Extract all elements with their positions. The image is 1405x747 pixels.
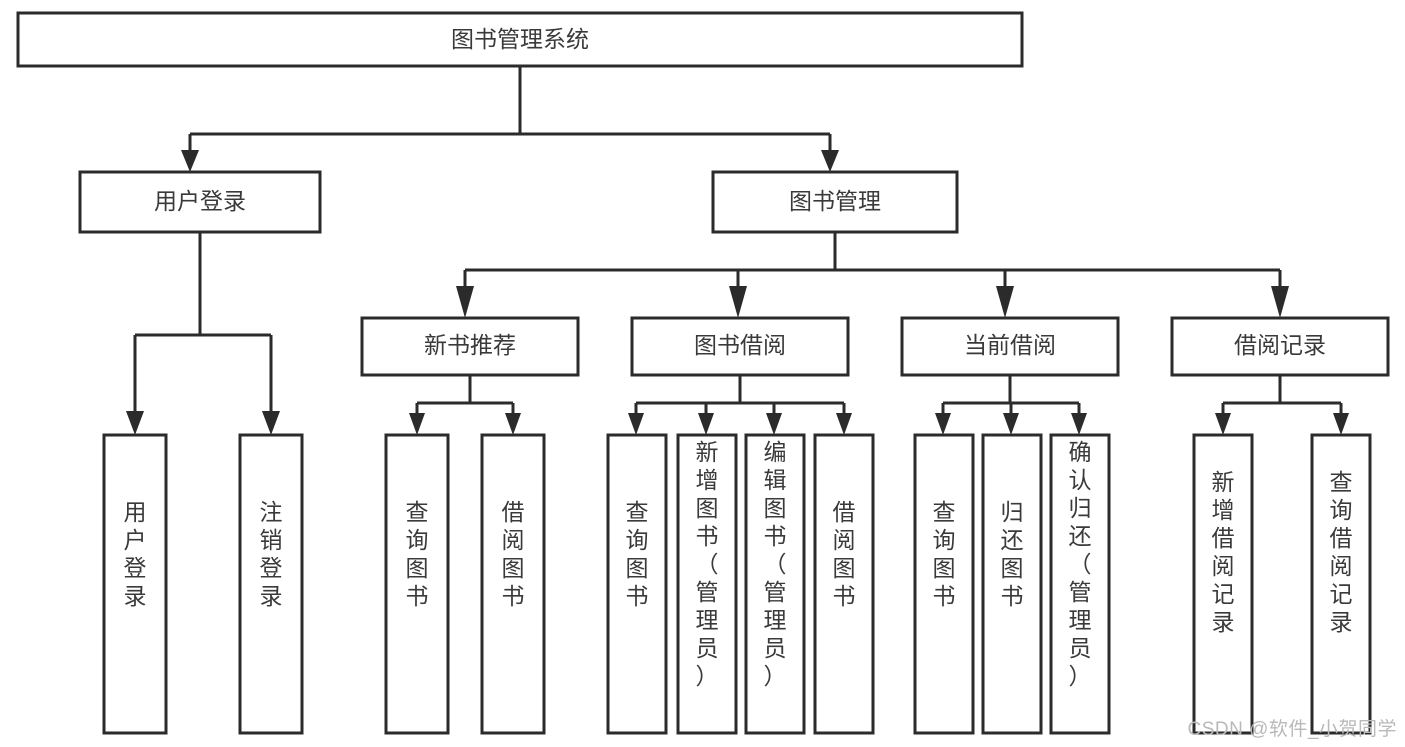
node-label: 图书借阅 [694,332,786,358]
node-box [16,11,1024,68]
node-new-book-recommend[interactable]: 新书推荐 [360,316,580,377]
node-label: 当前借阅 [964,332,1056,358]
node-box [606,433,668,735]
node-book-borrow[interactable]: 图书借阅 [630,316,850,377]
node-leaf-add-book[interactable]: 新增图书（管理员） [676,433,738,735]
node-box [102,433,168,735]
node-label: 编辑图书（管理员） [764,439,787,689]
node-leaf-user-login[interactable]: 用户登录 [102,433,168,735]
arrow-head-book-borrow [729,286,747,318]
node-label: 归还图书 [1001,499,1024,609]
node-box [78,170,322,234]
node-leaf-return-book[interactable]: 归还图书 [981,433,1043,735]
node-label: 查询图书 [626,499,649,609]
arrow-head-leaf-add-record [1215,413,1231,435]
node-leaf-edit-book[interactable]: 编辑图书（管理员） [744,433,806,735]
node-leaf-query-book-1[interactable]: 查询图书 [384,433,450,735]
connector-layer [126,66,1349,435]
arrow-head-leaf-confirm-return [1071,413,1087,435]
node-root-book-management-system[interactable]: 图书管理系统 [16,11,1024,68]
node-box [480,433,546,735]
node-leaf-query-book-3[interactable]: 查询图书 [913,433,975,735]
node-leaf-borrow-book-2[interactable]: 借阅图书 [813,433,875,735]
arrow-head-leaf-query-record [1333,413,1349,435]
arrow-head-user-login [181,150,199,172]
node-label: 查询借阅记录 [1330,469,1353,635]
node-box [1310,433,1372,735]
node-leaf-add-record[interactable]: 新增借阅记录 [1192,433,1254,735]
arrow-head-leaf-user-login [126,411,144,435]
node-box [1170,316,1390,377]
node-label: 查询图书 [406,499,429,609]
arrow-head-current-borrow [996,286,1014,318]
node-current-borrow[interactable]: 当前借阅 [900,316,1120,377]
node-box [744,433,806,735]
arrow-head-leaf-borrow-book-2 [836,413,852,435]
arrow-head-leaf-borrow-book-1 [505,413,521,435]
node-label: 图书管理 [789,188,881,214]
node-label: 确认归还（管理员） [1069,439,1092,689]
node-label: 用户登录 [124,499,147,609]
node-box [1049,433,1111,735]
node-label: 用户登录 [154,188,246,214]
node-user-login[interactable]: 用户登录 [78,170,322,234]
node-leaf-query-book-2[interactable]: 查询图书 [606,433,668,735]
arrow-head-leaf-query-book-1 [409,413,425,435]
node-box [360,316,580,377]
node-label: 借阅图书 [502,499,525,609]
node-box [384,433,450,735]
arrow-head-leaf-edit-book [766,413,782,435]
arrow-head-leaf-query-book-2 [628,413,644,435]
node-box [981,433,1043,735]
arrow-head-leaf-add-book [698,413,714,435]
node-label: 借阅图书 [833,499,856,609]
node-label: 借阅记录 [1234,332,1326,358]
node-leaf-user-logout[interactable]: 注销登录 [238,433,304,735]
node-box [711,170,959,234]
node-box [630,316,850,377]
node-label: 查询图书 [933,499,956,609]
node-box [900,316,1120,377]
node-box [238,433,304,735]
node-label: 新增借阅记录 [1212,469,1235,635]
node-borrow-record[interactable]: 借阅记录 [1170,316,1390,377]
node-label: 新书推荐 [424,332,516,358]
node-leaf-confirm-return[interactable]: 确认归还（管理员） [1049,433,1111,735]
node-label: 注销登录 [260,499,283,609]
node-box [913,433,975,735]
arrow-head-borrow-record [1271,286,1289,318]
node-label: 新增图书（管理员） [696,439,719,689]
arrow-head-leaf-return-book [1003,413,1019,435]
arrow-head-book-manage [821,150,839,172]
arrow-head-leaf-query-book-3 [935,413,951,435]
node-leaf-borrow-book-1[interactable]: 借阅图书 [480,433,546,735]
node-box [1192,433,1254,735]
arrow-head-new-book [456,286,474,318]
node-box [813,433,875,735]
node-box [676,433,738,735]
node-label: 图书管理系统 [451,26,589,52]
node-book-manage[interactable]: 图书管理 [711,170,959,234]
arrow-head-leaf-user-logout [262,411,280,435]
node-leaf-query-record[interactable]: 查询借阅记录 [1310,433,1372,735]
